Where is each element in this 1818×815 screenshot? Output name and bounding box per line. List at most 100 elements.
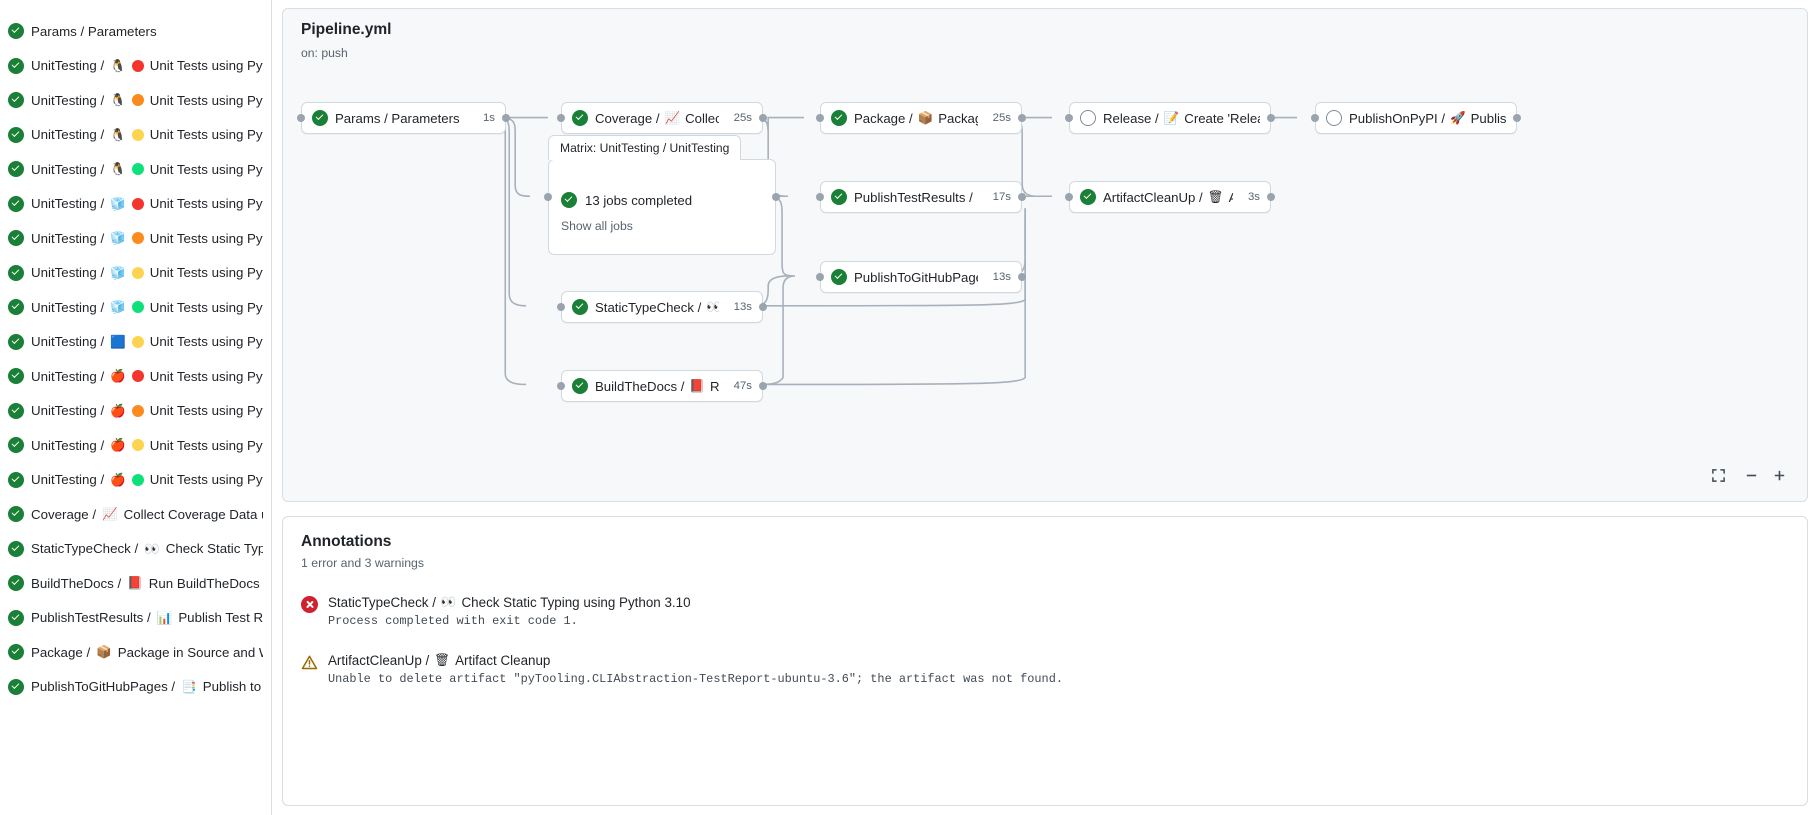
sidebar-job-label: UnitTesting / 🐧Unit Tests using Pyth…: [31, 161, 263, 177]
graph-node-label: Release / 📝Create 'Release P…: [1103, 110, 1260, 126]
check-circle-icon: [8, 506, 24, 523]
zoom-in-button[interactable]: [1768, 464, 1790, 486]
graph-node-buildthedocs[interactable]: BuildTheDocs / 📕Run Buil…47s: [561, 370, 763, 402]
node-duration: 17s: [992, 191, 1011, 203]
graph-node-label: StaticTypeCheck / 👀Chec…: [595, 300, 719, 315]
check-circle-icon: [8, 264, 24, 281]
zoom-out-button[interactable]: [1740, 464, 1762, 486]
sidebar-job-item[interactable]: UnitTesting / 🍎Unit Tests using Pyth…: [0, 394, 271, 429]
check-circle-icon: [572, 110, 588, 126]
job-emoji-icon: 🐧: [110, 58, 126, 73]
sidebar-job-item[interactable]: UnitTesting / 🧊Unit Tests using Pyth…: [0, 290, 271, 325]
annotation-heading: ArtifactCleanUp / 🗑Artifact Cleanup: [328, 653, 551, 668]
sidebar-job-item[interactable]: Coverage / 📈Collect Coverage Data usi…: [0, 497, 271, 532]
node-emoji-icon: 📦: [917, 110, 934, 125]
sidebar-job-item[interactable]: PublishTestResults / 📊Publish Test Resu…: [0, 601, 271, 636]
dot-yellow-icon: [131, 335, 144, 348]
check-circle-icon: [8, 678, 24, 695]
sidebar-job-label: Package / 📦Package in Source and Wh…: [31, 644, 263, 660]
node-output-port: [1513, 114, 1521, 122]
check-circle-icon: [8, 368, 24, 385]
sidebar-job-label: UnitTesting / 🟦Unit Tests using Pyth…: [31, 334, 263, 350]
sidebar-job-label: UnitTesting / 🐧Unit Tests using Pyth…: [31, 127, 263, 143]
graph-node-testresults[interactable]: PublishTestResults / 📊Pu…17s: [820, 181, 1022, 213]
node-input-port: [1065, 114, 1073, 122]
check-circle-icon: [312, 110, 328, 126]
node-input-port: [816, 193, 824, 201]
sidebar-job-label: UnitTesting / 🐧Unit Tests using Pyth…: [31, 92, 263, 108]
sidebar-job-item[interactable]: UnitTesting / 🧊Unit Tests using Pyth…: [0, 187, 271, 222]
fit-screen-icon[interactable]: [1707, 464, 1729, 486]
sidebar-job-item[interactable]: UnitTesting / 🟦Unit Tests using Pyth…: [0, 325, 271, 360]
graph-node-label: BuildTheDocs / 📕Run Buil…: [595, 378, 719, 394]
show-all-jobs-link[interactable]: Show all jobs: [561, 219, 633, 233]
pending-circle-icon: [1326, 110, 1342, 126]
sidebar-job-item[interactable]: UnitTesting / 🐧Unit Tests using Pyth…: [0, 49, 271, 84]
page-title: Pipeline.yml: [301, 21, 392, 38]
sidebar-job-label: PublishTestResults / 📊Publish Test Resu…: [31, 610, 263, 626]
graph-zoom-controls[interactable]: [1707, 463, 1791, 487]
node-emoji-icon: 📝: [1163, 110, 1180, 125]
graph-node-ghpages[interactable]: PublishToGitHubPages / 📑… 13s: [820, 261, 1022, 293]
sidebar-job-item[interactable]: UnitTesting / 🍎Unit Tests using Pyth…: [0, 428, 271, 463]
sidebar-job-label: Coverage / 📈Collect Coverage Data usi…: [31, 506, 263, 522]
check-circle-icon: [831, 110, 847, 126]
sidebar-job-item[interactable]: PublishToGitHubPages / 📑Publish to G…: [0, 670, 271, 705]
annotation-item[interactable]: StaticTypeCheck / 👀Check Static Typing u…: [301, 595, 1789, 628]
sidebar-job-label: UnitTesting / 🍎Unit Tests using Pyth…: [31, 403, 263, 419]
sidebar-job-label: UnitTesting / 🍎Unit Tests using Pyth…: [31, 368, 263, 384]
job-emoji-icon: 🧊: [110, 231, 126, 245]
sidebar-job-item[interactable]: UnitTesting / 🐧Unit Tests using Pyth…: [0, 152, 271, 187]
error-icon: [301, 596, 318, 613]
node-input-port: [816, 114, 824, 122]
dot-orange-icon: [131, 232, 144, 245]
sidebar-job-label: Params / Parameters: [31, 23, 157, 39]
sidebar-job-item[interactable]: BuildTheDocs / 📕Run BuildTheDocs: [0, 566, 271, 601]
node-duration: 13s: [733, 301, 752, 313]
dot-orange-icon: [131, 404, 144, 417]
sidebar-job-item[interactable]: UnitTesting / 🐧Unit Tests using Pyth…: [0, 118, 271, 153]
annotations-title: Annotations: [301, 533, 392, 550]
sidebar-job-item[interactable]: UnitTesting / 🧊Unit Tests using Pyth…: [0, 256, 271, 291]
graph-node-package[interactable]: Package / 📦Package in So…25s: [820, 102, 1022, 134]
check-circle-icon: [1080, 189, 1096, 205]
sidebar-job-label: UnitTesting / 🍎Unit Tests using Pyth…: [31, 472, 263, 488]
sidebar-job-item[interactable]: UnitTesting / 🧊Unit Tests using Pyth…: [0, 221, 271, 256]
sidebar-job-item[interactable]: UnitTesting / 🐧Unit Tests using Pyth…: [0, 83, 271, 118]
graph-node-artifact[interactable]: ArtifactCleanUp / 🗑Artifac…3s: [1069, 181, 1271, 213]
graph-node-label: PublishToGitHubPages / 📑…: [854, 269, 978, 285]
sidebar-job-item[interactable]: Package / 📦Package in Source and Wh…: [0, 635, 271, 670]
job-emoji-icon: 📊: [156, 610, 173, 625]
sidebar-job-item[interactable]: StaticTypeCheck / 👀Check Static Typing…: [0, 532, 271, 567]
node-duration: 13s: [992, 271, 1011, 283]
node-input-port: [1311, 114, 1319, 122]
sidebar-job-label: UnitTesting / 🐧Unit Tests using Pyth…: [31, 58, 263, 74]
dot-green-icon: [131, 301, 144, 314]
graph-node-label: Package / 📦Package in So…: [854, 110, 978, 126]
check-circle-icon: [8, 161, 24, 178]
job-emoji-icon: 🧊: [110, 196, 126, 211]
sidebar-job-item[interactable]: UnitTesting / 🍎Unit Tests using Pyth…: [0, 359, 271, 394]
graph-node-label: ArtifactCleanUp / 🗑Artifac…: [1103, 189, 1233, 205]
job-emoji-icon: 🐧: [110, 127, 126, 142]
job-emoji-icon: 🍎: [110, 369, 126, 383]
node-emoji-icon: 👀: [706, 301, 718, 314]
dot-red-icon: [131, 370, 144, 383]
sidebar-job-item[interactable]: UnitTesting / 🍎Unit Tests using Pyth…: [0, 463, 271, 498]
annotations-card: Annotations 1 error and 3 warnings Stati…: [282, 516, 1808, 806]
graph-node-label: PublishOnPyPI / 🚀Publish to …: [1349, 110, 1506, 126]
graph-node-coverage[interactable]: Coverage / 📈Collect Cove…25s: [561, 102, 763, 134]
check-circle-icon: [831, 269, 847, 285]
graph-node-statictype[interactable]: StaticTypeCheck / 👀Chec… 13s: [561, 291, 763, 323]
sidebar-job-item[interactable]: Params / Parameters: [0, 14, 271, 49]
graph-node-pypi[interactable]: PublishOnPyPI / 🚀Publish to …: [1315, 102, 1517, 134]
graph-node-label: Coverage / 📈Collect Cove…: [595, 110, 719, 126]
graph-edges: [496, 116, 1298, 386]
check-circle-icon: [8, 575, 24, 592]
graph-node-release[interactable]: Release / 📝Create 'Release P…: [1069, 102, 1271, 134]
main-content: Pipeline.yml on: push: [272, 0, 1818, 815]
node-output-port: [502, 114, 510, 122]
